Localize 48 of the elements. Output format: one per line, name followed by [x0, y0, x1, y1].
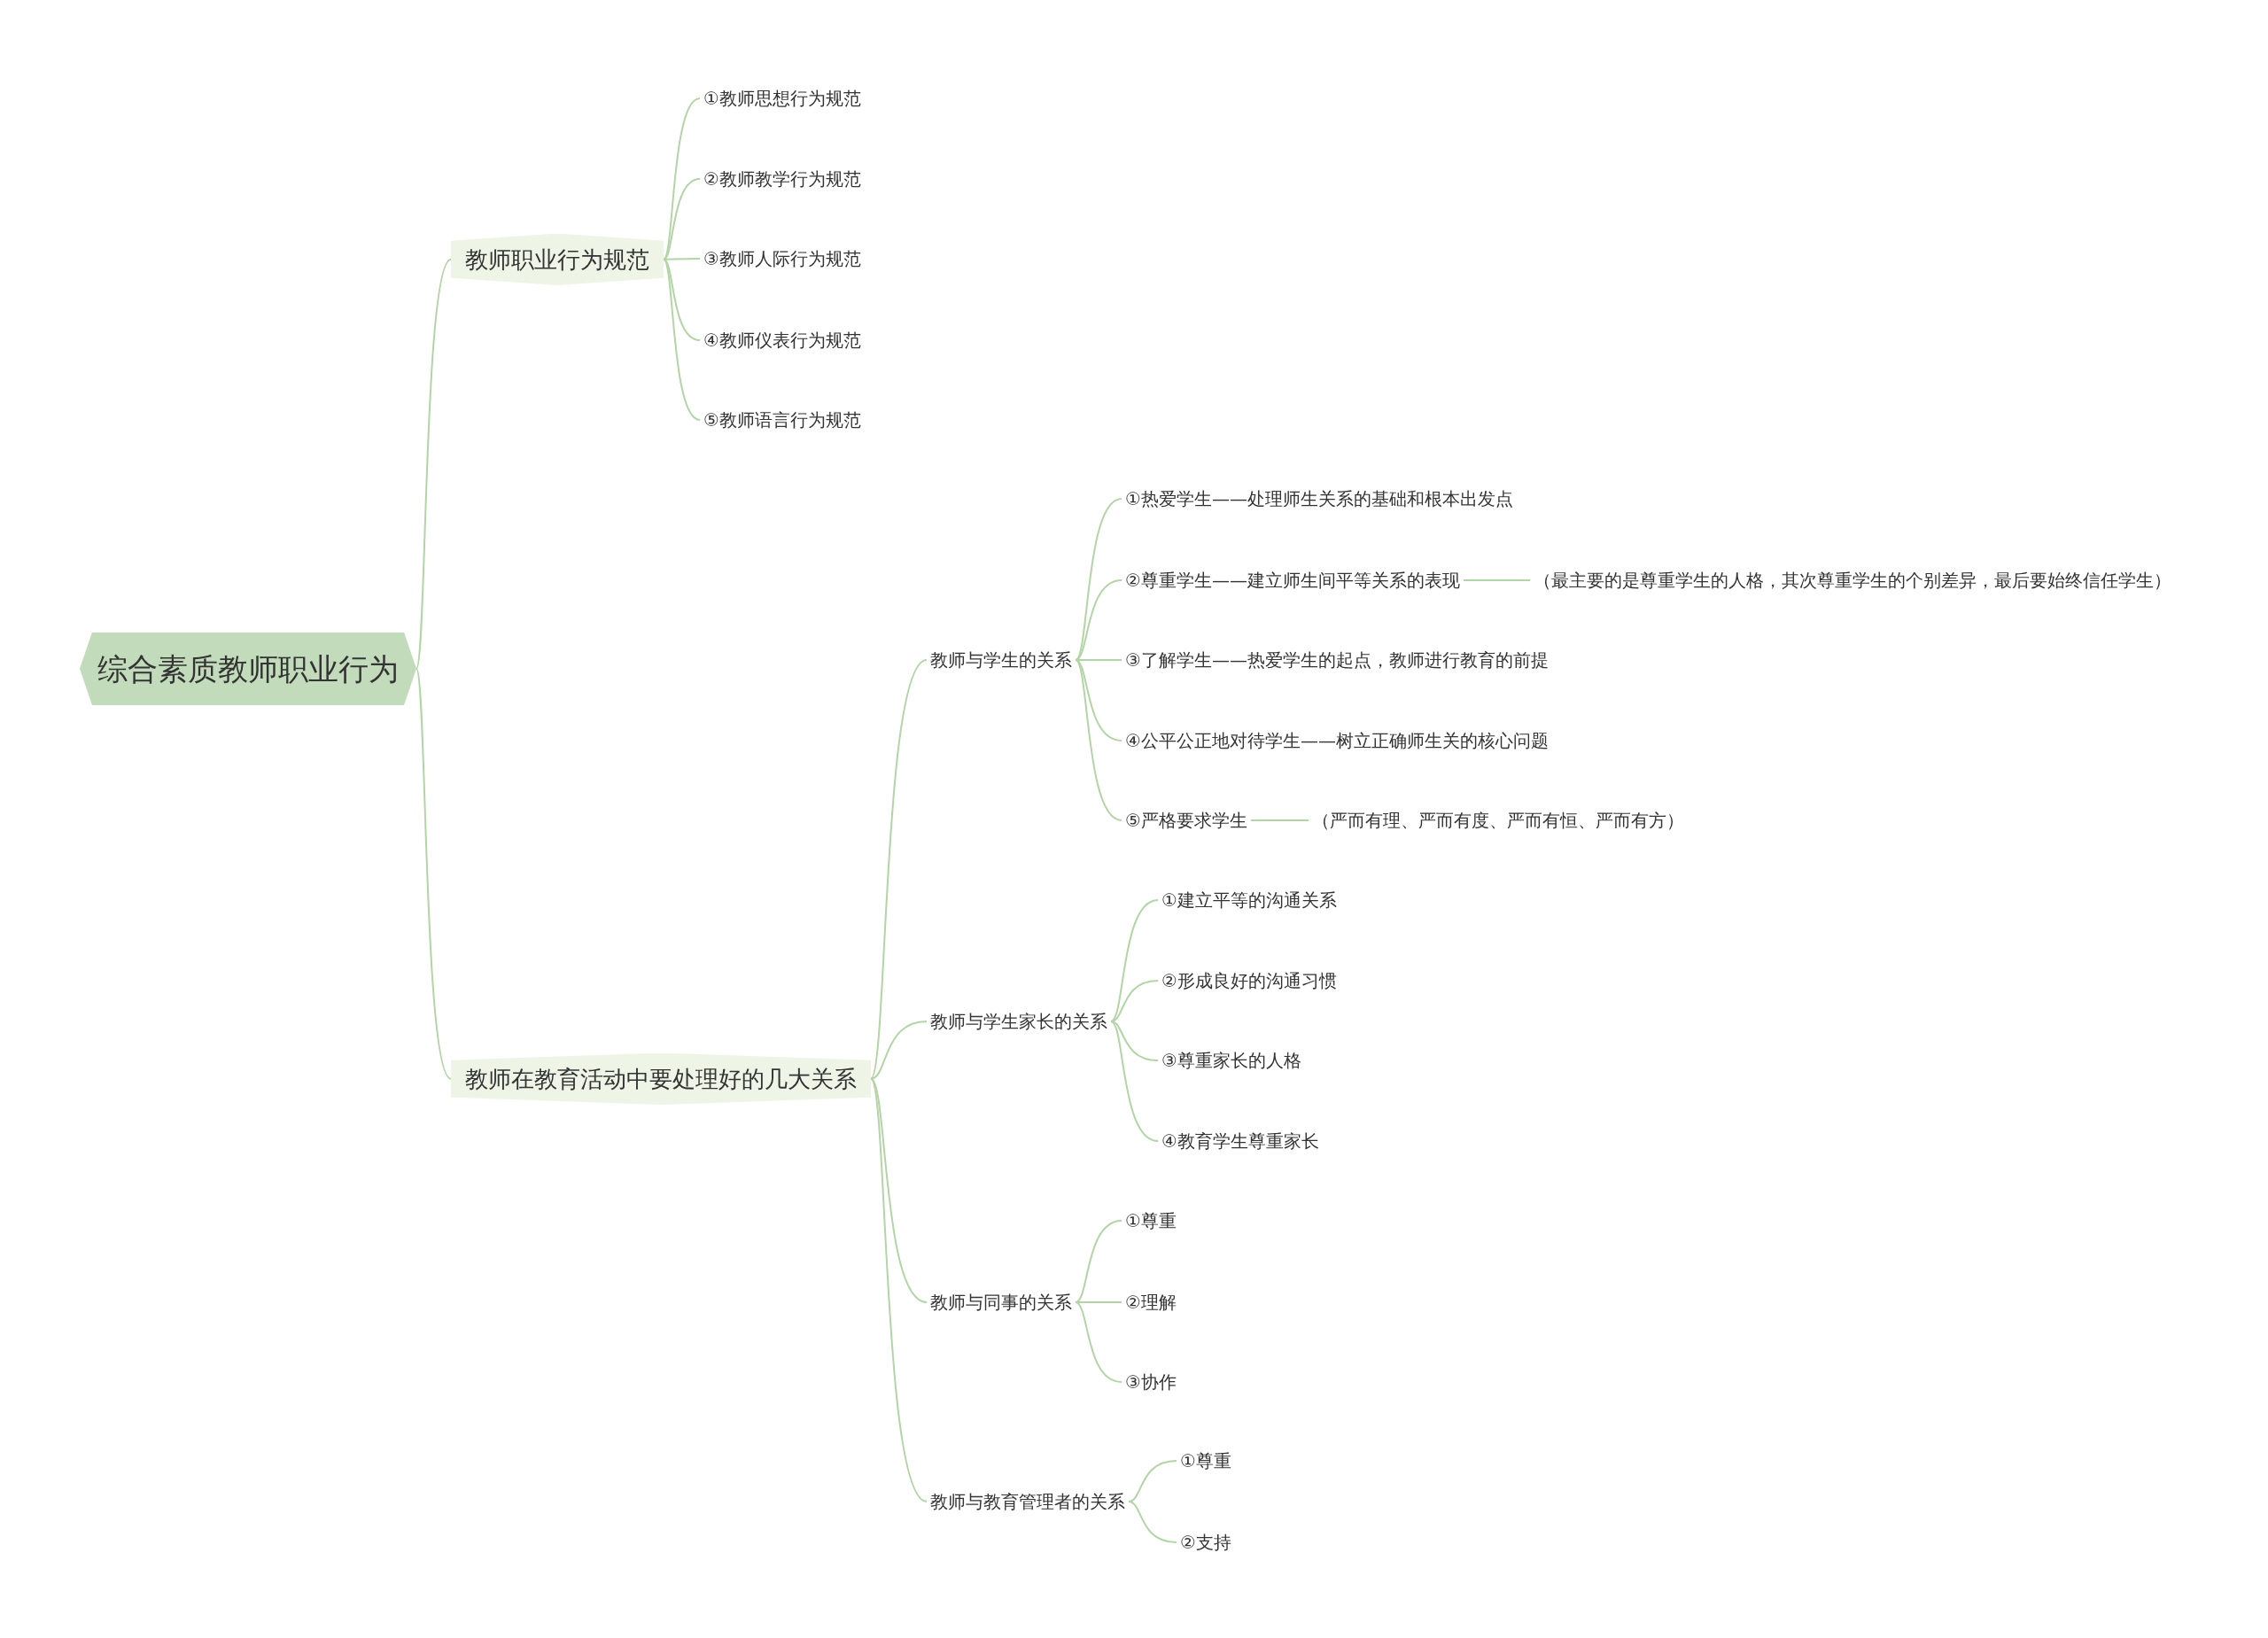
branch-line	[870, 659, 928, 1080]
subtopic: ②支持	[1177, 1528, 1235, 1556]
main-topic: 教师在教育活动中要处理好的几大关系	[451, 1052, 871, 1105]
subtopic: ②理解	[1122, 1288, 1180, 1316]
subtopic: ②形成良好的沟通习惯	[1158, 966, 1340, 995]
subtopic: ①建立平等的沟通关系	[1158, 886, 1340, 914]
subtopic: ③教师人际行为规范	[700, 245, 865, 273]
branch-line	[1075, 1301, 1122, 1303]
branch-line	[1075, 579, 1122, 661]
branch-line	[1128, 1460, 1177, 1502]
main-topic: 教师职业行为规范	[451, 233, 664, 285]
subtopic: ④教师仪表行为规范	[700, 326, 865, 354]
subtopic: 教师与同事的关系	[927, 1288, 1076, 1316]
subtopic: ③了解学生——热爱学生的起点，教师进行教育的前提	[1122, 646, 1552, 674]
branch-line	[1075, 659, 1122, 821]
branch-line	[1110, 899, 1159, 1022]
subtopic: ①尊重	[1177, 1447, 1235, 1475]
branch-line	[1075, 659, 1122, 741]
subtopic: 教师与教育管理者的关系	[927, 1487, 1129, 1516]
branch-line	[663, 258, 701, 260]
subtopic: ⑤严格要求学生	[1122, 806, 1251, 835]
branch-line	[1075, 498, 1122, 661]
subtopic: ①教师思想行为规范	[700, 84, 865, 113]
branch-line	[1110, 1021, 1159, 1142]
subtopic: ④公平公正地对待学生——树立正确师生关的核心问题	[1122, 726, 1552, 755]
branch-line	[870, 1021, 928, 1080]
branch-line	[663, 178, 701, 260]
subtopic: 教师与学生家长的关系	[927, 1007, 1111, 1036]
central-topic: 综合素质教师职业行为	[80, 632, 416, 705]
branch-line	[1249, 819, 1309, 821]
subtopic: ⑤教师语言行为规范	[700, 406, 865, 434]
branch-line	[1075, 1220, 1122, 1303]
branch-line	[1110, 980, 1159, 1022]
branch-line	[663, 258, 701, 341]
subtopic: ③协作	[1122, 1368, 1180, 1396]
subtopic: ②教师教学行为规范	[700, 165, 865, 193]
subtopic: ①尊重	[1122, 1207, 1180, 1235]
branch-line	[1128, 1501, 1177, 1543]
subtopic: ④教育学生尊重家长	[1158, 1127, 1323, 1155]
subtopic: （最主要的是尊重学生的人格，其次尊重学生的个别差异，最后要始终信任学生）	[1530, 566, 2175, 594]
subtopic: 教师与学生的关系	[927, 646, 1076, 674]
branch-line	[1462, 579, 1531, 581]
subtopic: ②尊重学生——建立师生间平等关系的表现	[1122, 566, 1464, 594]
subtopic: ③尊重家长的人格	[1158, 1046, 1305, 1075]
subtopic: ①热爱学生——处理师生关系的基础和根本出发点	[1122, 485, 1517, 513]
branch-line	[1075, 1301, 1122, 1383]
branch-line	[870, 1077, 928, 1303]
subtopic: （严而有理、严而有度、严而有恒、严而有方）	[1309, 806, 1688, 835]
